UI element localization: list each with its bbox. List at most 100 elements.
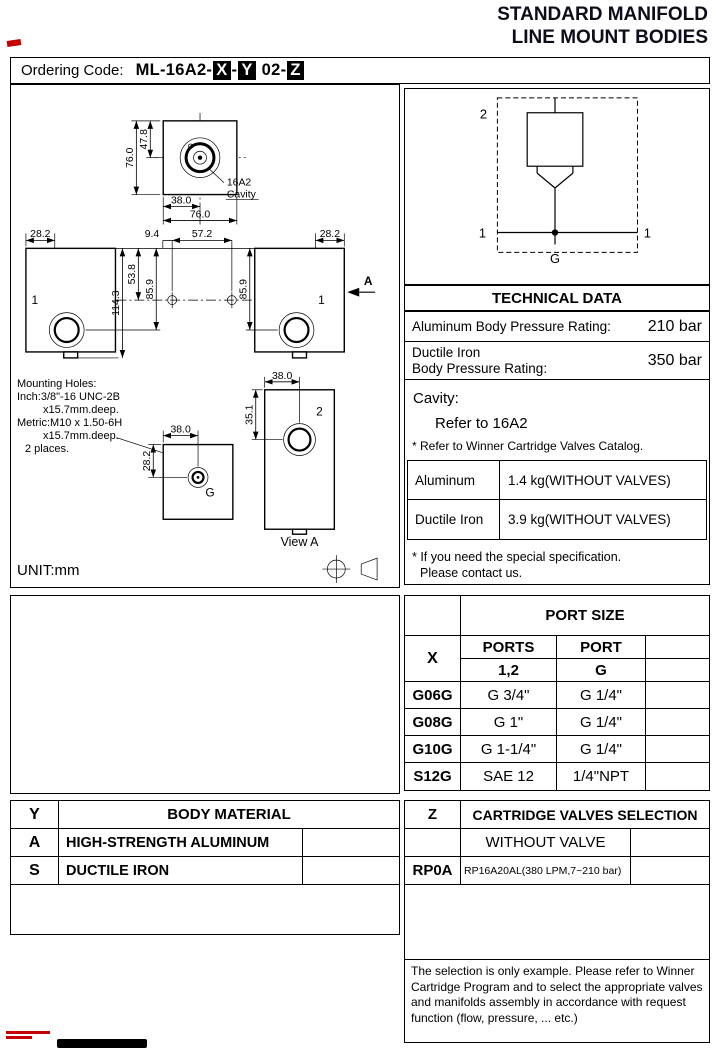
pressure-rating-iron-row: Ductile Iron Body Pressure Rating: 350 b… (405, 342, 709, 380)
special-spec-note-line2: Please contact us. (420, 566, 523, 581)
page-title-line2: LINE MOUNT BODIES (511, 27, 708, 49)
dim-front-gap: 9.4 (145, 229, 160, 240)
cartridge-row-label: WITHOUT VALVE (461, 829, 631, 856)
header-red-mark (6, 39, 22, 47)
ordering-code-z: Z (287, 61, 304, 80)
pressure-rating-aluminum-label: Aluminum Body Pressure Rating: (412, 318, 611, 334)
ordering-label: Ordering Code: (21, 62, 124, 79)
port-size-row-code: S12G (405, 763, 461, 790)
schematic-port2-label: 2 (480, 107, 487, 122)
body-material-title: BODY MATERIAL (167, 806, 291, 823)
port-size-row-ports: G 1" (461, 709, 557, 735)
mounting-line1: Mounting Holes: (17, 378, 97, 390)
body-material-row-label: HIGH-STRENGTH ALUMINUM (59, 829, 303, 856)
port1-right-label: 1 (318, 293, 325, 307)
page-title-line1: STANDARD MANIFOLD (497, 4, 708, 25)
page-title: STANDARD MANIFOLD LINE MOUNT BODIES (497, 3, 708, 49)
dim-g-width: 38.0 (170, 425, 190, 436)
port-size-col-x: X (405, 636, 461, 681)
dim-front-left-height: 85.9 (145, 279, 156, 300)
port-size-title-row: PORT SIZE (405, 596, 709, 636)
cavity-note: * Refer to Winner Cartridge Valves Catal… (412, 439, 644, 453)
special-spec-note-line1: * If you need the special specification. (412, 550, 622, 564)
weight-material-iron: Ductile Iron (408, 500, 500, 539)
ordering-code-y: Y (238, 61, 256, 80)
mounting-line5: x15.7mm.deep. (43, 429, 119, 442)
port-size-row-code: G10G (405, 736, 461, 762)
ordering-code-dash: - (231, 61, 238, 79)
technical-data-title: TECHNICAL DATA (405, 286, 709, 312)
cartridge-col-z: Z (405, 801, 461, 828)
port-size-title: PORT SIZE (545, 607, 625, 624)
body-material-table: Y BODY MATERIAL A HIGH-STRENGTH ALUMINUM… (10, 800, 400, 935)
port-size-row-code: G08G (405, 709, 461, 735)
technical-data-panel: TECHNICAL DATA Aluminum Body Pressure Ra… (404, 285, 710, 585)
portg-label: G (205, 485, 214, 499)
dim-v2-width: 38.0 (272, 371, 292, 382)
cartridge-selection-note: The selection is only example. Please re… (405, 959, 709, 1042)
cartridge-header: Z CARTRIDGE VALVES SELECTION (405, 801, 709, 829)
port-size-row-port: 1/4"NPT (557, 763, 646, 790)
body-material-row-label: DUCTILE IRON (59, 857, 303, 884)
dim-front-right-width: 28.2 (320, 229, 340, 240)
cartridge-row: RP0A RP16A20AL(380 LPM,7~210 bar) (405, 857, 709, 885)
body-material-empty-area (11, 885, 399, 934)
mounting-line2: Inch:3/8"-16 UNC-2B (17, 390, 120, 403)
port1-left-label: 1 (32, 293, 39, 307)
dim-front-left-width: 28.2 (30, 229, 50, 240)
port-size-row: G10G G 1-1/4" G 1/4" (405, 736, 709, 763)
cartridge-title: CARTRIDGE VALVES SELECTION (472, 806, 698, 823)
cartridge-valves-table: Z CARTRIDGE VALVES SELECTION WITHOUT VAL… (404, 800, 710, 1043)
dim-front-right-height: 85.9 (238, 279, 249, 300)
ordering-code-prefix: ML-16A2- (135, 61, 213, 79)
dim-top-width: 76.0 (190, 209, 210, 220)
section-label: A (364, 274, 373, 288)
bottom-2-view: 2 38.0 35.1 View A (244, 371, 336, 549)
port-size-col-port: PORT (557, 636, 646, 658)
ordering-code-x: X (213, 61, 231, 80)
pressure-rating-aluminum-value: 210 bar (647, 317, 702, 335)
projection-symbol-icon (322, 555, 378, 584)
cartridge-row-code (405, 829, 461, 856)
empty-panel (10, 595, 400, 794)
pressure-rating-iron-value: 350 bar (647, 351, 702, 369)
mounting-line4: Metric:M10 x 1.50-6H (17, 416, 123, 429)
ordering-code: ML-16A2-X-Y 02-Z (136, 61, 305, 80)
cavity-label: Cavity: (413, 390, 459, 407)
port-size-row-code: G06G (405, 682, 461, 708)
port-size-row-port: G 1/4" (557, 709, 646, 735)
dim-top-height2: 47.8 (139, 129, 150, 150)
pressure-rating-iron-label-line2: Body Pressure Rating: (412, 360, 548, 376)
top-view: 76.0 47.8 38.0 76.0 16A2 Cavity (125, 112, 259, 225)
dim-g-height: 28.2 (142, 451, 153, 472)
technical-drawing: 76.0 47.8 38.0 76.0 16A2 Cavity 1 (25, 112, 378, 584)
port-size-col-ports: PORTS (461, 636, 557, 658)
pressure-rating-iron-label-line1: Ductile Iron (412, 344, 481, 360)
special-spec-note: * If you need the special specification.… (412, 549, 705, 582)
unit-label: UNIT:mm (17, 562, 80, 579)
schematic-panel: 2 1 1 G (404, 88, 710, 285)
pressure-rating-aluminum-row: Aluminum Body Pressure Rating: 210 bar (405, 312, 709, 342)
body-material-row: S DUCTILE IRON (11, 857, 399, 885)
footer-red-mark (6, 1031, 50, 1042)
dim-v2-height: 35.1 (244, 404, 255, 425)
port-size-title-stub (405, 596, 461, 635)
ordering-code-mid: 02- (261, 61, 287, 79)
weight-value-iron: 3.9 kg(WITHOUT VALVES) (508, 512, 671, 527)
section-arrow-icon (347, 287, 360, 297)
cartridge-row: WITHOUT VALVE (405, 829, 709, 857)
cartridge-row-code: RP0A (405, 857, 461, 884)
pressure-rating-iron-label: Ductile Iron Body Pressure Rating: (412, 345, 547, 377)
weight-row-iron: Ductile Iron 3.9 kg(WITHOUT VALVES) (408, 500, 706, 539)
schematic-portg-label: G (550, 251, 560, 266)
weight-material-aluminum: Aluminum (408, 461, 500, 499)
dim-top-height: 76.0 (125, 147, 136, 168)
weight-row-aluminum: Aluminum 1.4 kg(WITHOUT VALVES) (408, 461, 706, 500)
body-material-header: Y BODY MATERIAL (11, 801, 399, 829)
cavity-callout-line2: Cavity (227, 190, 257, 201)
ordering-code-box: Ordering Code: ML-16A2-X-Y 02-Z (10, 57, 710, 84)
port-size-row-ports: G 3/4" (461, 682, 557, 708)
port-size-header: X PORTS PORT 1,2 G (405, 636, 709, 682)
port-size-table: PORT SIZE X PORTS PORT 1,2 G G06G G 3/4"… (404, 595, 710, 791)
cartridge-row-label: RP16A20AL(380 LPM,7~210 bar) (461, 857, 631, 884)
